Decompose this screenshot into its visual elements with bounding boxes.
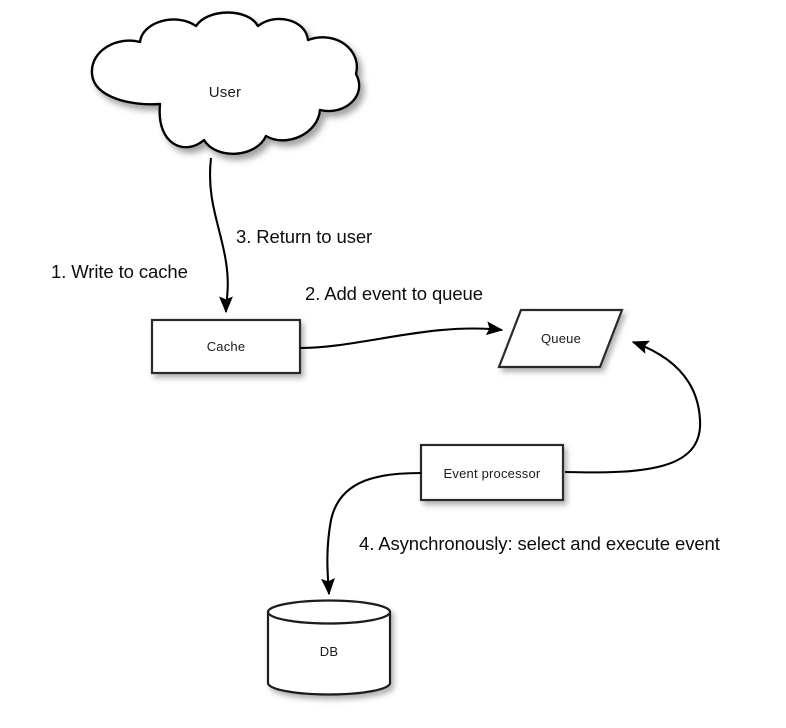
node-label-cache: Cache [206, 339, 246, 354]
node-label-event-processor: Event processor [443, 466, 541, 481]
edge-cache-to-queue [299, 321, 504, 350]
edge-label-async-select-execute: 4. Asynchronously: select and execute ev… [359, 533, 720, 554]
node-label-user: User [208, 84, 242, 101]
edge-event-processor-to-db [321, 471, 422, 596]
edge-label-add-event-to-queue: 2. Add event to queue [305, 283, 483, 304]
edge-label-return-to-user: 3. Return to user [236, 226, 373, 247]
node-user[interactable] [90, 11, 361, 155]
node-db[interactable] [266, 599, 392, 696]
node-cache[interactable] [150, 318, 302, 375]
node-queue[interactable] [497, 308, 624, 369]
edge-queue-to-event-processor [564, 340, 702, 474]
edge-label-write-to-cache: 1. Write to cache [51, 261, 188, 282]
node-label-db: DB [319, 644, 339, 659]
edge-user-to-cache [209, 157, 233, 314]
node-label-queue: Queue [540, 331, 582, 346]
